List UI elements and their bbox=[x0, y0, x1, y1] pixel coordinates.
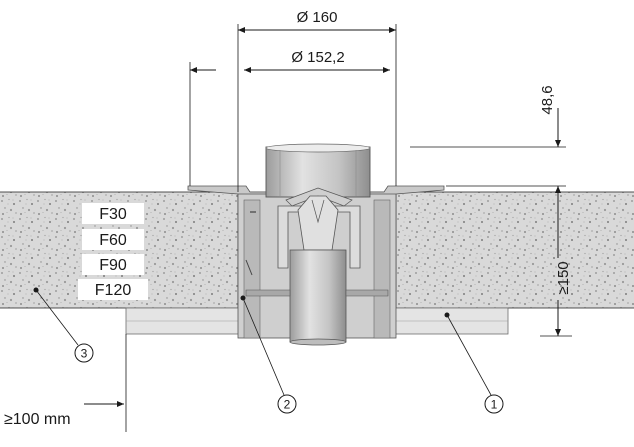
callout-circle-3 bbox=[74, 343, 94, 363]
rating-f120: F120 bbox=[95, 282, 132, 299]
dimension-slab-thickness: ≥150 bbox=[540, 214, 572, 337]
dimension-flange-height: 48,6 bbox=[410, 85, 566, 214]
rating-box-f120 bbox=[78, 279, 148, 300]
callout-number-1: 1 bbox=[491, 398, 498, 412]
callout-number-3: 3 bbox=[81, 347, 88, 361]
rating-box-f30 bbox=[82, 203, 144, 224]
dimension-outer-diameter: Ø 160 bbox=[237, 9, 397, 192]
callout-circle-2 bbox=[277, 394, 297, 414]
callout-number-2: 2 bbox=[284, 398, 291, 412]
callout-circle-1 bbox=[484, 394, 504, 414]
callout-1: 1 bbox=[444, 312, 504, 414]
drain-body bbox=[187, 143, 445, 346]
rating-box-f90 bbox=[82, 254, 144, 275]
odour-trap bbox=[277, 205, 361, 269]
drain-flange bbox=[187, 185, 445, 195]
dimension-edge-clearance: ≥100 mm bbox=[4, 334, 127, 432]
rating-f60: F60 bbox=[99, 232, 127, 249]
outlet-pipe bbox=[289, 249, 347, 343]
rating-f90: F90 bbox=[99, 257, 127, 274]
callout-2: 2 bbox=[240, 295, 297, 414]
outer-diameter-label: Ø 160 bbox=[297, 9, 338, 26]
edge-clearance-label: ≥100 mm bbox=[4, 411, 71, 428]
fire-rating-labels: F30 F60 F90 F120 bbox=[78, 203, 148, 300]
rating-f30: F30 bbox=[99, 206, 127, 223]
rating-box-f60 bbox=[82, 229, 144, 250]
fire-protection-plate bbox=[125, 307, 509, 335]
dimension-inner-diameter: Ø 152,2 bbox=[189, 49, 390, 186]
inner-diameter-label: Ø 152,2 bbox=[291, 49, 344, 66]
flange-height-label: 48,6 bbox=[539, 85, 556, 114]
callout-3: 3 bbox=[33, 287, 94, 363]
slab-right bbox=[396, 192, 634, 308]
slab-thickness-label: ≥150 bbox=[555, 261, 572, 294]
